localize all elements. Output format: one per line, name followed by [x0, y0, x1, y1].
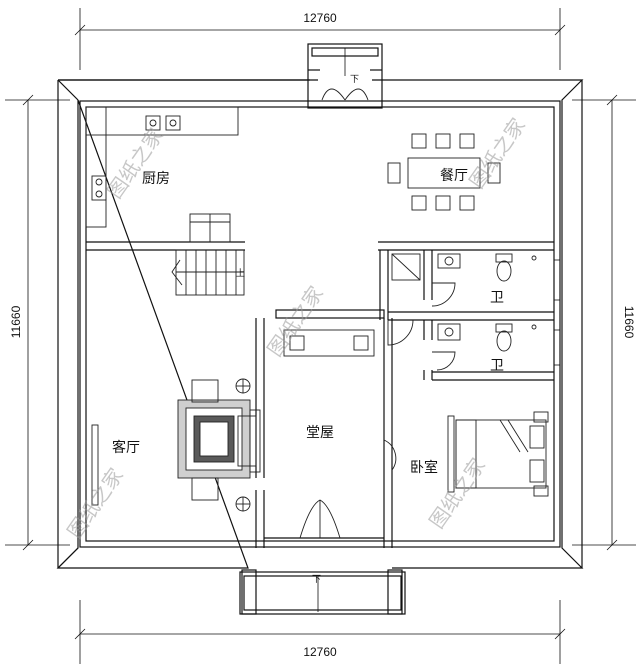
top-entrance-label: 下	[350, 75, 359, 85]
bottom-entrance	[239, 569, 406, 615]
watermark-4: 图纸之家	[62, 464, 128, 543]
bed	[447, 411, 549, 497]
dimension-lines	[5, 8, 636, 664]
dimension-top: 12760	[303, 11, 337, 25]
kitchen-counter	[85, 106, 239, 243]
stairs	[171, 249, 245, 296]
room-hall: 堂屋	[306, 425, 334, 441]
room-dining: 餐厅	[440, 168, 468, 184]
lower-bathroom-fixtures	[437, 323, 537, 352]
upper-bathroom-fixtures	[391, 253, 537, 282]
doors	[91, 282, 456, 539]
dimension-left: 11660	[9, 305, 23, 338]
room-bath-lower: 卫	[490, 358, 504, 374]
bottom-entrance-label: 下	[312, 575, 321, 585]
watermark-1: 图纸之家	[102, 124, 168, 203]
hall-cabinet	[283, 329, 375, 357]
dimension-bottom: 12760	[303, 645, 337, 659]
room-bath-upper: 卫	[490, 290, 504, 306]
top-entrance	[307, 43, 383, 109]
exterior-walls	[56, 79, 584, 569]
dimension-right: 11660	[622, 306, 636, 339]
dining-table	[387, 133, 501, 211]
room-kitchen: 厨房	[142, 171, 170, 187]
room-bedroom: 卧室	[410, 459, 438, 476]
watermark-2: 图纸之家	[464, 114, 530, 193]
room-living: 客厅	[112, 439, 140, 456]
watermark-3: 图纸之家	[262, 282, 328, 361]
stair-label: 上	[236, 268, 245, 279]
sofa-set	[177, 378, 261, 512]
